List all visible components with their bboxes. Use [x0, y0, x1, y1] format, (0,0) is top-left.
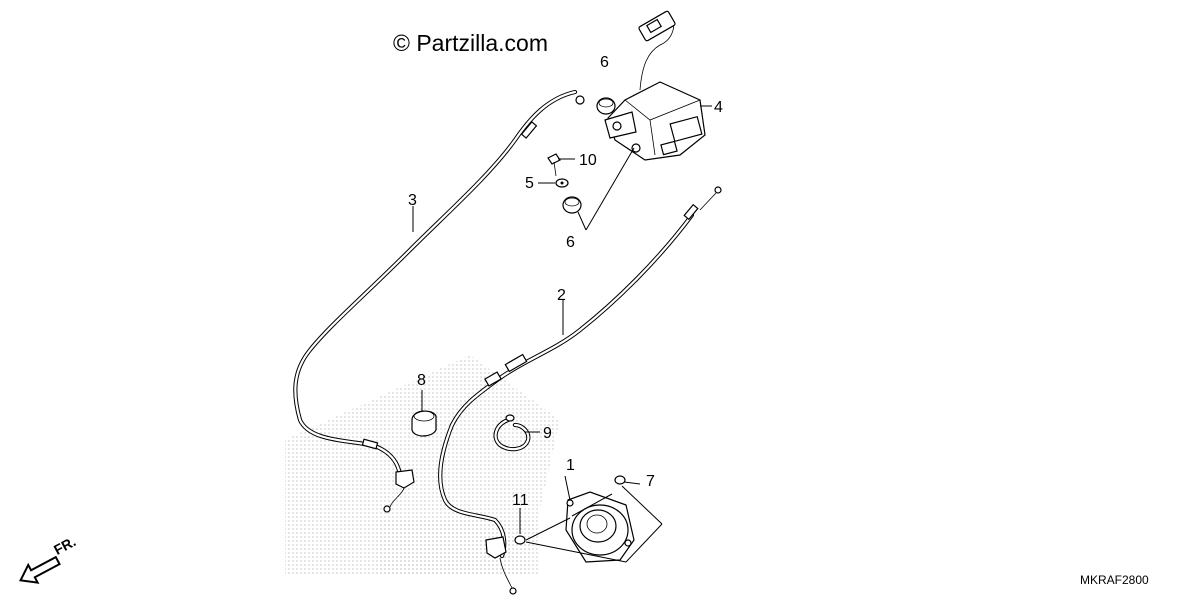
callout-1: 1	[566, 457, 575, 474]
arrow-left-icon	[19, 555, 61, 584]
part-6-grommet-upper	[596, 97, 616, 115]
direction-label: FR.	[51, 533, 78, 558]
callout-2: 2	[557, 287, 566, 304]
part-5-washer	[555, 178, 569, 188]
part-8-grommet	[411, 410, 437, 437]
part-4-actuator	[604, 10, 706, 161]
watermark-text: © Partzilla.com	[393, 30, 548, 56]
callout-3: 3	[408, 192, 417, 209]
callout-6-lower: 6	[566, 234, 575, 251]
callout-6-upper: 6	[600, 54, 609, 71]
part-7-nut	[614, 475, 626, 485]
part-9-clamp	[493, 414, 531, 452]
part-10-bolt	[547, 153, 561, 177]
diagram-code: MKRAF2800	[1080, 573, 1149, 587]
callout-8: 8	[417, 372, 426, 389]
callout-7: 7	[646, 473, 655, 490]
cable-3	[293, 89, 585, 513]
leader-lines	[412, 105, 712, 563]
callout-10: 10	[579, 152, 597, 169]
part-11-nut	[514, 535, 526, 545]
part-6-grommet-lower	[562, 196, 582, 214]
callout-5: 5	[525, 175, 534, 192]
cable-2	[438, 186, 722, 595]
front-direction-indicator: FR.	[19, 533, 78, 584]
callout-9: 9	[543, 425, 552, 442]
callout-4: 4	[714, 99, 723, 116]
part-1-speaker	[565, 491, 635, 563]
callout-11: 11	[512, 492, 529, 509]
